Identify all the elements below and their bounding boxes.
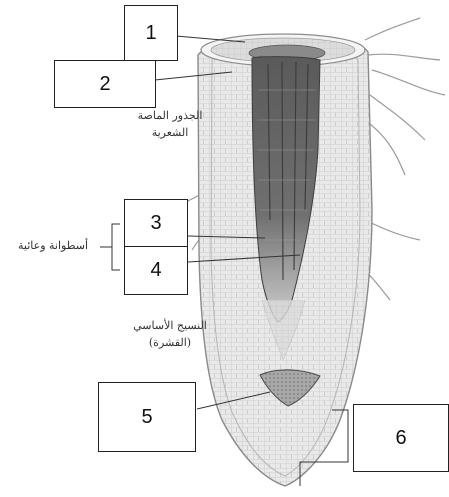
- label-box-5: 5: [98, 382, 196, 452]
- label-box-2: 2: [54, 60, 156, 108]
- label-box-6: 6: [353, 404, 449, 472]
- label-box-3: 3: [124, 199, 188, 247]
- root-hairs-label-line2: الشعرية: [122, 125, 218, 142]
- root-hairs-label: الجذور الماصة الشعرية: [122, 108, 218, 141]
- label-box-4: 4: [124, 246, 188, 295]
- vascular-cylinder-label: أسطوانة وعائية: [6, 238, 100, 255]
- ground-tissue-label: النسيج الأساسي (القشرة): [114, 318, 226, 351]
- ground-tissue-label-line1: النسيج الأساسي: [114, 318, 226, 335]
- label-box-1: 1: [124, 5, 178, 61]
- ground-tissue-label-line2: (القشرة): [114, 335, 226, 352]
- root-hairs-label-line1: الجذور الماصة: [122, 108, 218, 125]
